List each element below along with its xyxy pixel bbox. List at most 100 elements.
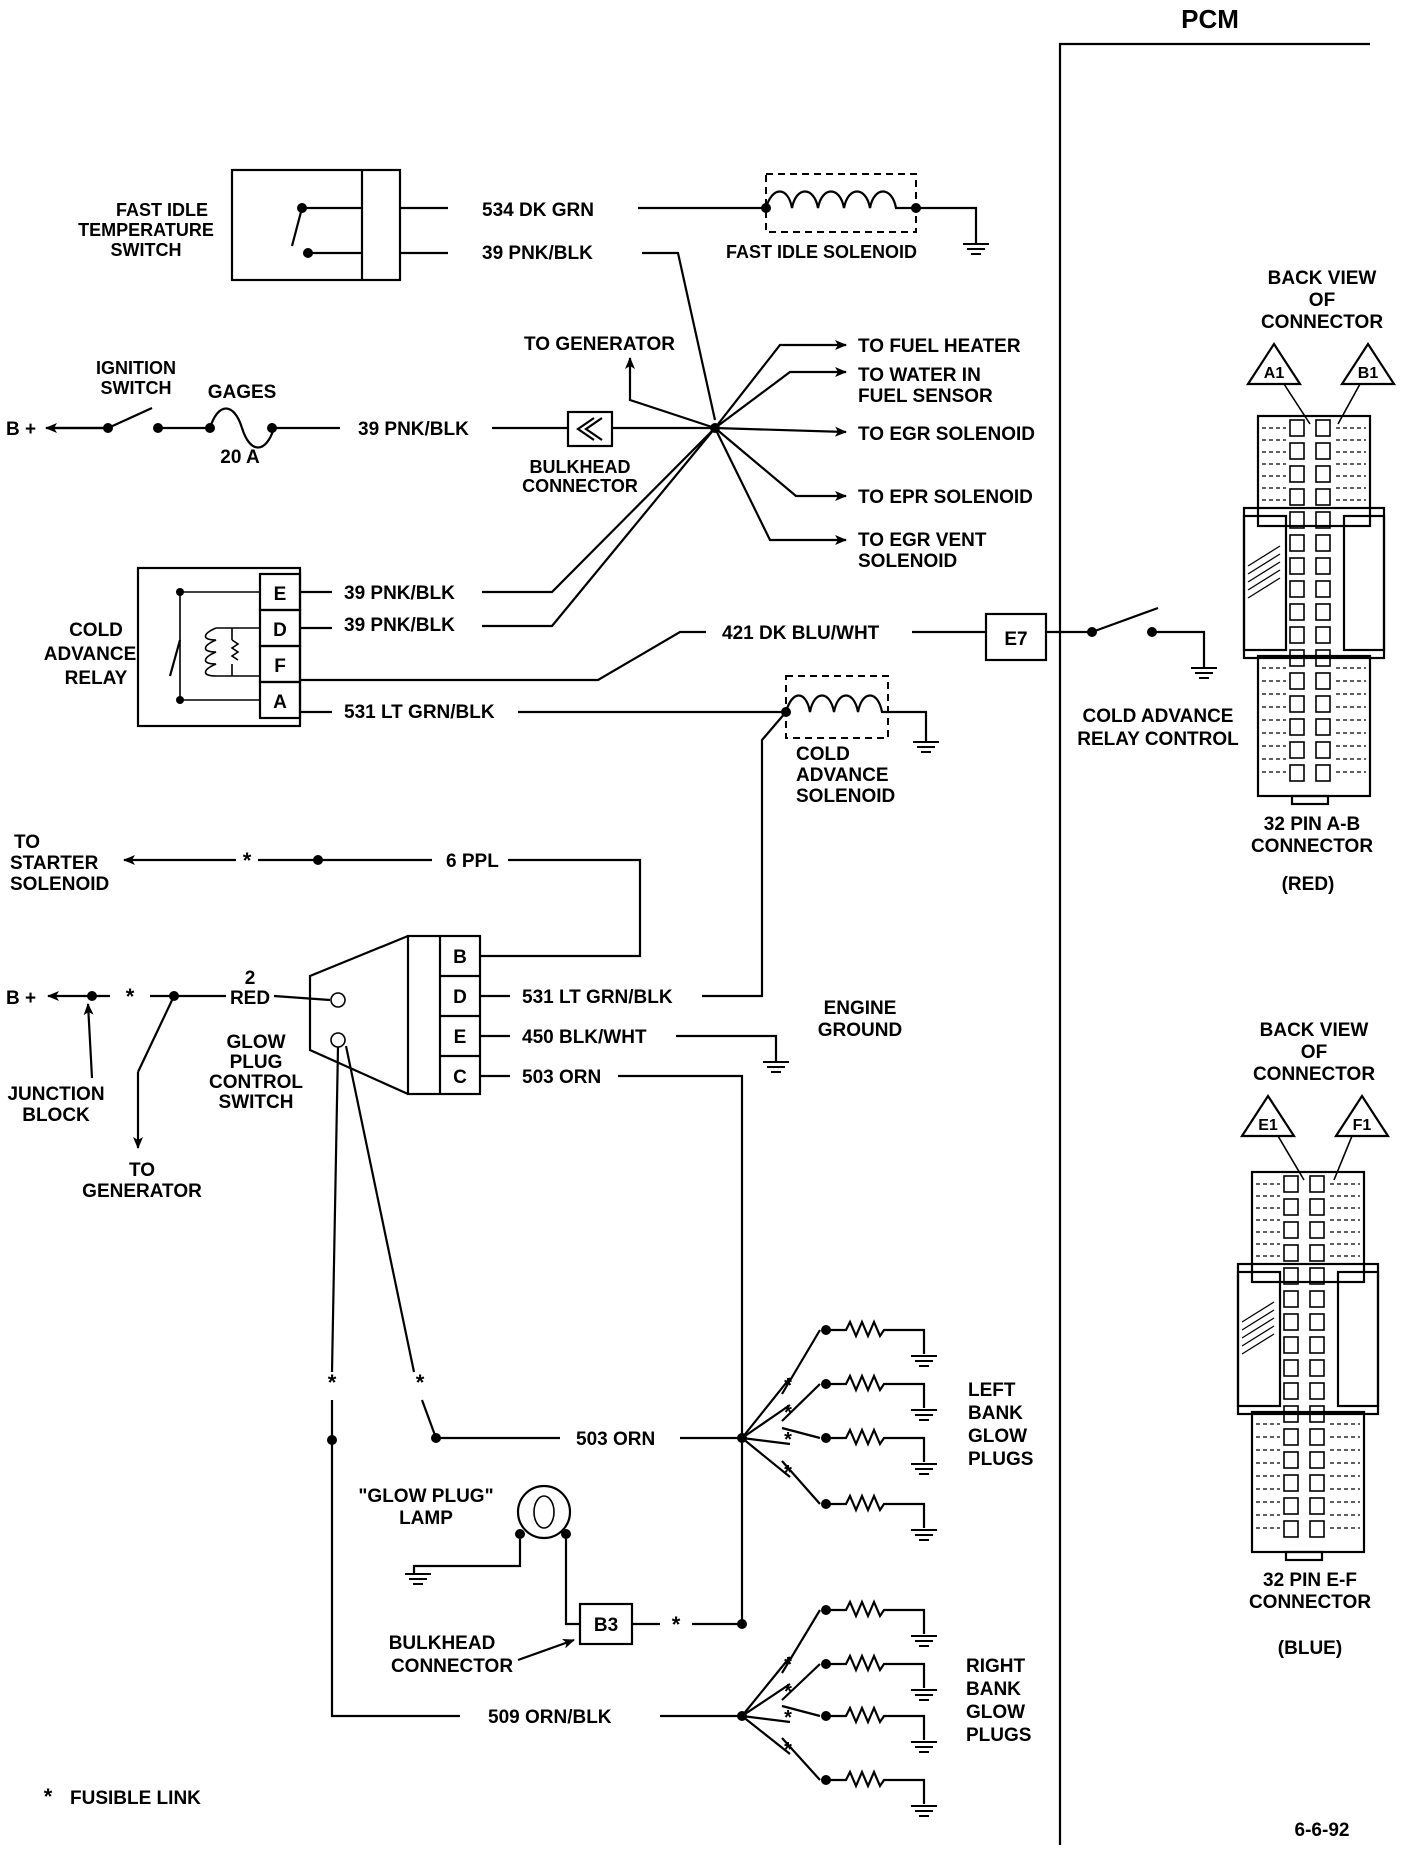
left-bank-3: GLOW [968, 1426, 1027, 1447]
to-generator-2: GENERATOR [82, 1181, 202, 1202]
left-bank-1: LEFT [968, 1380, 1016, 1401]
connector-ab-pin-b-2 [1315, 442, 1331, 460]
connector-ab-view: BACK VIEW OF CONNECTOR A1 B1 32 PIN A-B … [1242, 268, 1397, 895]
connector-ef-keying-3 [1241, 1317, 1275, 1339]
connector-ab-keying-3 [1247, 561, 1281, 583]
connector-ab-pin-a-13 [1289, 695, 1305, 713]
fast-idle-switch-label-3: SWITCH [111, 240, 182, 260]
ignition-switch-label-2: SWITCH [101, 378, 172, 398]
relay-label-2: ADVANCE [44, 644, 137, 665]
connector-ef-pin-a-9 [1283, 1359, 1299, 1377]
relay-pin-e: E [274, 584, 287, 605]
to-water-in: TO WATER IN [858, 365, 981, 386]
connector-ef-pin-a-10 [1283, 1382, 1299, 1400]
connector-ab-pin-a-14 [1289, 718, 1305, 736]
bulkhead-b3-label-2: CONNECTOR [391, 1656, 513, 1677]
connector-ef-keying-4 [1241, 1325, 1275, 1347]
fusible-star-bplus: * [126, 984, 135, 1009]
connector-ab-pin-a-16 [1289, 764, 1305, 782]
connector-ab-pin-b-3 [1315, 465, 1331, 483]
connector-ef-pin-b-2 [1309, 1198, 1325, 1216]
switch-label-4: SWITCH [219, 1092, 294, 1113]
relay-control-label-2: RELAY CONTROL [1077, 729, 1239, 750]
connector-ef-pin-a-7 [1283, 1313, 1299, 1331]
right-glow-plug-lead-2 [741, 1663, 821, 1717]
connector-ab-body-upper [1256, 414, 1372, 528]
pcm-label: PCM [1181, 4, 1239, 34]
right-bank-plugs: * * * * [741, 1599, 937, 1817]
wire-d-39-pnk-blk: 39 PNK/BLK [344, 615, 455, 636]
to-egr-solenoid: TO EGR SOLENOID [858, 424, 1035, 445]
connector-ef-pin-b-15 [1309, 1497, 1325, 1515]
fast-idle-switch-label-1: FAST IDLE [116, 200, 208, 220]
to-epr-solenoid: TO EPR SOLENOID [858, 487, 1033, 508]
svg-text:B3: B3 [594, 1615, 618, 1636]
left-glow-plug-fusible-3: * [784, 1429, 792, 1451]
right-glow-plug-lead-4 [741, 1715, 821, 1781]
right-glow-plug-fusible-2: * [784, 1681, 792, 1703]
to-starter-3: SOLENOID [10, 874, 109, 895]
wire-421-dk-blu-wht: 421 DK BLU/WHT [722, 623, 880, 644]
connector-ef-pin-a-8 [1283, 1336, 1299, 1354]
lamp-label-2: LAMP [399, 1508, 453, 1529]
right-glow-plug-fusible-1: * [784, 1654, 792, 1676]
connector-ef-pin-b-7 [1309, 1313, 1325, 1331]
fusible-legend-star: * [44, 1784, 53, 1809]
connector-ef-view: BACK VIEW OF CONNECTOR E1 F1 32 PIN E-F … [1236, 1020, 1391, 1659]
pin-e1: E1 [1258, 1117, 1278, 1134]
connector-ab-pin-b-5 [1315, 511, 1331, 529]
connector-ef-pin-b-3 [1309, 1221, 1325, 1239]
relay-label-3: RELAY [65, 668, 128, 689]
wire-e-39-pnk-blk: 39 PNK/BLK [344, 583, 455, 604]
to-starter-1: TO [14, 832, 40, 853]
right-glow-plug-ground-4 [911, 1805, 937, 1817]
date-code: 6-6-92 [1295, 1820, 1350, 1841]
connector-ef-pin-a-1 [1283, 1175, 1299, 1193]
right-bank-3: GLOW [966, 1702, 1025, 1723]
junction-block-2: BLOCK [22, 1105, 90, 1126]
connector-ef-body-mid [1236, 1262, 1380, 1416]
to-generator-1: TO [129, 1160, 155, 1181]
connector-ef-title-3: CONNECTOR [1253, 1064, 1375, 1085]
connector-ef-pin-b-12 [1309, 1428, 1325, 1446]
right-glow-plug-fusible-3: * [784, 1707, 792, 1729]
connector-ab-pin-b-4 [1315, 488, 1331, 506]
switch-pin-b: B [453, 947, 467, 968]
left-glow-plug-plug-1 [826, 1319, 926, 1354]
relay-pin-f: F [274, 656, 286, 677]
bplus-glow: B + [6, 988, 36, 1009]
connector-ab-body-lower [1256, 654, 1372, 798]
right-glow-plug-plug-4 [826, 1769, 926, 1804]
wire-d-531-lt-grn-blk: 531 LT GRN/BLK [522, 987, 673, 1008]
wire-509-orn-blk: 509 ORN/BLK [488, 1707, 612, 1728]
connector-ef-title-2: OF [1301, 1042, 1327, 1063]
connector-ef-pin-a-13 [1283, 1451, 1299, 1469]
connector-ab-pin-a-3 [1289, 465, 1305, 483]
connector-ef-pin-a-14 [1283, 1474, 1299, 1492]
right-glow-plug-ground-1 [911, 1635, 937, 1647]
connector-ab-pin-b-14 [1315, 718, 1331, 736]
bulkhead-b3-label-1: BULKHEAD [389, 1633, 496, 1654]
connector-ab-pin-b-9 [1315, 603, 1331, 621]
fusible-star-b3: * [672, 1612, 681, 1637]
pcm-boundary [1058, 42, 1370, 1845]
connector-ab-pin-a-15 [1289, 741, 1305, 759]
right-glow-plug-fusible-4: * [784, 1739, 792, 1761]
relay-label-1: COLD [69, 620, 123, 641]
cold-advance-solenoid-label-3: SOLENOID [796, 786, 895, 807]
connector-ef-body-upper [1250, 1170, 1366, 1284]
connector-ef-pin-b-4 [1309, 1244, 1325, 1262]
fuel-sensor: FUEL SENSOR [858, 386, 993, 407]
right-glow-plug-plug-3 [826, 1705, 926, 1740]
fast-idle-switch [230, 168, 402, 282]
ignition-section: B + IGNITION SWITCH GAGES 20 A 39 PNK/BL… [6, 334, 1035, 572]
fuse-label: 20 A [220, 447, 260, 468]
cold-advance-solenoid-box [785, 675, 889, 739]
connector-ab-latch-left [1242, 514, 1288, 652]
bulkhead-connector-ign [566, 410, 614, 448]
connector-ab-pin-b-11 [1315, 649, 1331, 667]
pin-a1: A1 [1264, 365, 1285, 382]
left-glow-plug-ground-4 [911, 1529, 937, 1541]
switch-pin-c: C [453, 1067, 467, 1088]
